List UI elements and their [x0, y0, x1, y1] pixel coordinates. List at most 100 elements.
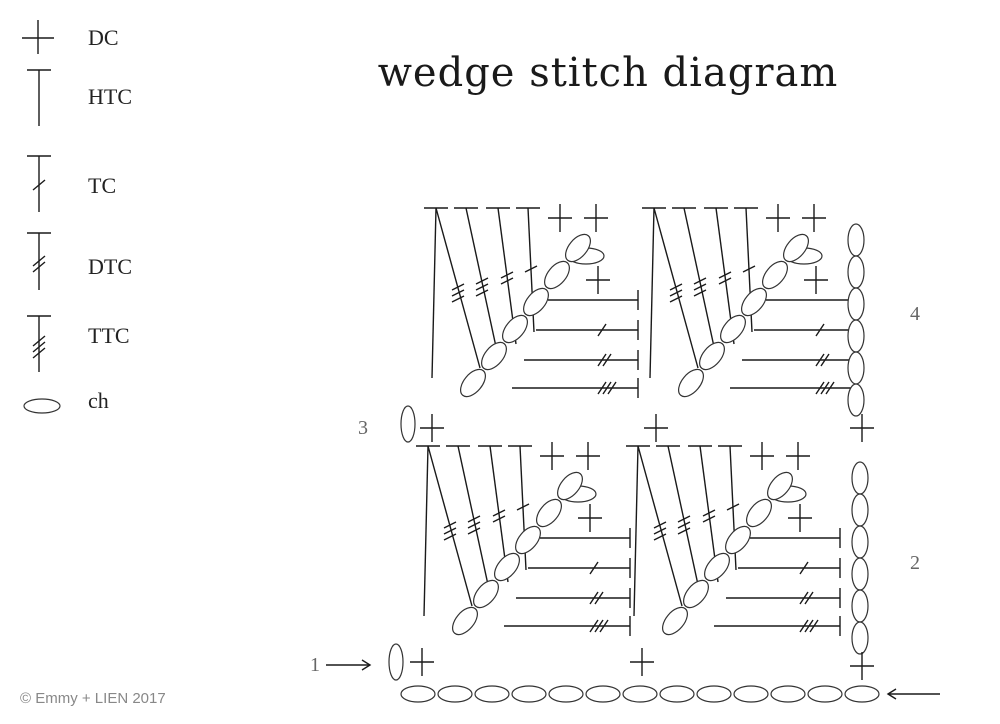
sideways-stitch	[766, 290, 857, 310]
sideways-stitch	[528, 558, 631, 578]
chain-stitch	[847, 319, 865, 353]
foundation-chain-stitch	[844, 685, 880, 703]
row-label-3: 3	[358, 417, 368, 439]
dc-stitch	[410, 648, 434, 676]
foundation-chain-stitch	[474, 685, 510, 703]
dc-stitch	[750, 442, 774, 470]
foundation-chain-stitch	[585, 685, 621, 703]
long-diagonal-stitch	[633, 445, 639, 617]
dc-stitch	[586, 266, 610, 294]
chain-stitch	[851, 557, 869, 591]
chain-stitch	[704, 552, 730, 582]
sideways-stitch	[750, 528, 841, 548]
foundation-chain-stitch	[400, 685, 436, 703]
dc-stitch	[804, 266, 828, 294]
foundation-chain-stitch	[696, 685, 732, 703]
legend-dtc-symbol	[27, 232, 51, 290]
chain-stitch	[847, 287, 865, 321]
chain-stitch	[725, 525, 751, 555]
dc-stitch	[548, 204, 572, 232]
foundation-arrow	[886, 688, 940, 700]
legend-htc-symbol	[27, 69, 51, 126]
fan-stitch	[672, 207, 717, 357]
chain-stitch	[678, 368, 704, 398]
sideways-stitch	[524, 350, 639, 370]
stitch-chart	[388, 204, 874, 681]
foundation-chain-stitch	[807, 685, 843, 703]
chain-stitch	[683, 579, 709, 609]
wedge-block-r2-left	[416, 442, 631, 636]
chain-stitch	[851, 525, 869, 559]
chain-stitch	[699, 341, 725, 371]
legend-tc-symbol	[27, 155, 51, 212]
chain-stitch	[557, 471, 583, 501]
dc-stitch	[644, 414, 668, 442]
dc-stitch	[584, 204, 608, 232]
turning-chain-row-2	[851, 461, 869, 655]
dc-stitch	[850, 414, 874, 442]
foundation-chain-stitch	[770, 685, 806, 703]
legend-dtc-label: DTC	[88, 254, 132, 279]
fan-stitch	[424, 207, 481, 369]
chain-stitch	[783, 233, 809, 263]
chain-stitch	[481, 341, 507, 371]
chain-stitch	[460, 368, 486, 398]
chain-stitch	[515, 525, 541, 555]
chain-stitch	[473, 579, 499, 609]
sideways-stitch	[754, 320, 857, 340]
foundation-chain-stitch	[622, 685, 658, 703]
row-1-arrow	[326, 659, 372, 671]
chain-stitch	[851, 493, 869, 527]
fan-stitch	[416, 445, 473, 607]
legend-ttc-symbol	[27, 315, 51, 372]
chain-stitch	[523, 287, 549, 317]
turning-chain-row-4	[847, 223, 865, 417]
foundation-chain-stitch	[548, 685, 584, 703]
sideways-stitch	[548, 290, 639, 310]
sideways-stitch	[536, 320, 639, 340]
long-diagonal-stitch	[649, 207, 655, 379]
chain-stitch	[741, 287, 767, 317]
chain-stitch	[847, 223, 865, 257]
legend-ttc-label: TTC	[88, 323, 130, 348]
foundation-chain-stitch	[437, 685, 473, 703]
wedge-block-r2-right	[626, 442, 841, 636]
sideways-stitch	[504, 616, 631, 636]
chain-stitch	[762, 260, 788, 290]
fan-stitch	[656, 445, 701, 595]
chain-stitch	[544, 260, 570, 290]
turning-chain-row-3	[400, 405, 416, 443]
dc-stitch	[630, 648, 654, 676]
foundation-chain	[400, 685, 880, 703]
fan-stitch	[446, 445, 491, 595]
sideways-stitch	[516, 588, 631, 608]
long-diagonal-stitch	[431, 207, 437, 379]
sideways-stitch	[512, 378, 639, 398]
foundation-chain-stitch	[511, 685, 547, 703]
dc-stitch	[850, 652, 874, 680]
chain-stitch	[494, 552, 520, 582]
foundation-chain-stitch	[659, 685, 695, 703]
chain-stitch	[847, 383, 865, 417]
row-label-1: 1	[310, 654, 320, 676]
fan-stitch	[642, 207, 699, 369]
sideways-stitch	[714, 616, 841, 636]
sideways-stitch	[540, 528, 631, 548]
legend-dc-label: DC	[88, 25, 119, 50]
legend-htc-label: HTC	[88, 84, 132, 109]
chain-stitch	[565, 233, 591, 263]
dc-stitch	[802, 204, 826, 232]
chain-stitch	[847, 255, 865, 289]
chain-stitch	[536, 498, 562, 528]
sideways-stitch	[730, 378, 857, 398]
legend: DC HTC TC DTC TTC	[22, 20, 132, 414]
chain-stitch	[851, 589, 869, 623]
dc-stitch	[576, 442, 600, 470]
chain-stitch	[452, 606, 478, 636]
fan-stitch	[454, 207, 499, 357]
chain-stitch	[502, 314, 528, 344]
chain-stitch	[767, 471, 793, 501]
chain-stitch	[851, 621, 869, 655]
dc-stitch	[578, 504, 602, 532]
sideways-stitch	[738, 558, 841, 578]
